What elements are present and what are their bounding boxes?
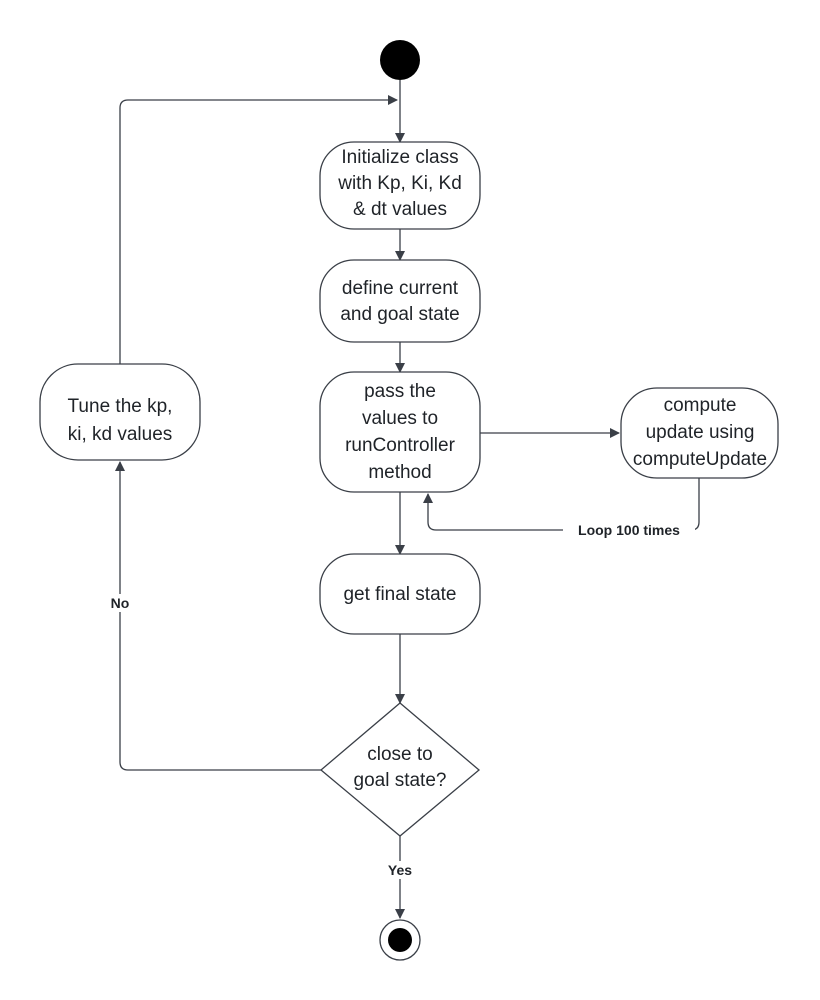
compute-update-line-3: computeUpdate xyxy=(633,449,767,470)
decision-line-1: close to xyxy=(367,744,432,765)
initialize-line-1: Initialize class xyxy=(341,147,458,168)
pass-values-line-3: runController xyxy=(345,435,455,456)
compute-update-line-2: update using xyxy=(646,422,755,443)
yes-label: Yes xyxy=(388,862,412,878)
define-state-node: define current and goal state xyxy=(319,259,481,343)
tune-line-1: Tune the kp, xyxy=(68,396,173,417)
pass-values-line-4: method xyxy=(368,462,431,483)
compute-update-line-1: compute xyxy=(664,395,737,416)
tune-node: Tune the kp, ki, kd values xyxy=(39,363,201,461)
pass-values-line-2: values to xyxy=(362,408,438,429)
end-node xyxy=(379,919,421,961)
define-state-line-2: and goal state xyxy=(340,304,459,325)
pass-values-node: pass the values to runController method xyxy=(319,371,481,493)
yes-label-bg xyxy=(381,861,419,879)
decision-node: close to goal state? xyxy=(319,702,481,837)
pass-values-line-1: pass the xyxy=(364,381,436,402)
decision-line-2: goal state? xyxy=(354,770,447,791)
edge-decision-no-to-tune xyxy=(115,461,321,771)
initialize-node: Initialize class with Kp, Ki, Kd & dt va… xyxy=(319,141,481,230)
initialize-line-2: with Kp, Ki, Kd xyxy=(337,173,462,194)
no-label: No xyxy=(111,595,130,611)
loop-label-bg xyxy=(563,521,695,539)
tune-line-2: ki, kd values xyxy=(68,424,173,445)
initialize-line-3: & dt values xyxy=(353,199,447,220)
no-label-bg xyxy=(104,594,136,612)
define-state-line-1: define current xyxy=(342,278,459,299)
start-node xyxy=(380,40,420,80)
edge-tune-back-to-top xyxy=(119,95,398,364)
final-state-line-1: get final state xyxy=(343,584,456,605)
loop-label: Loop 100 times xyxy=(578,522,680,538)
compute-update-node: compute update using computeUpdate xyxy=(620,387,779,479)
final-state-node: get final state xyxy=(319,553,481,635)
